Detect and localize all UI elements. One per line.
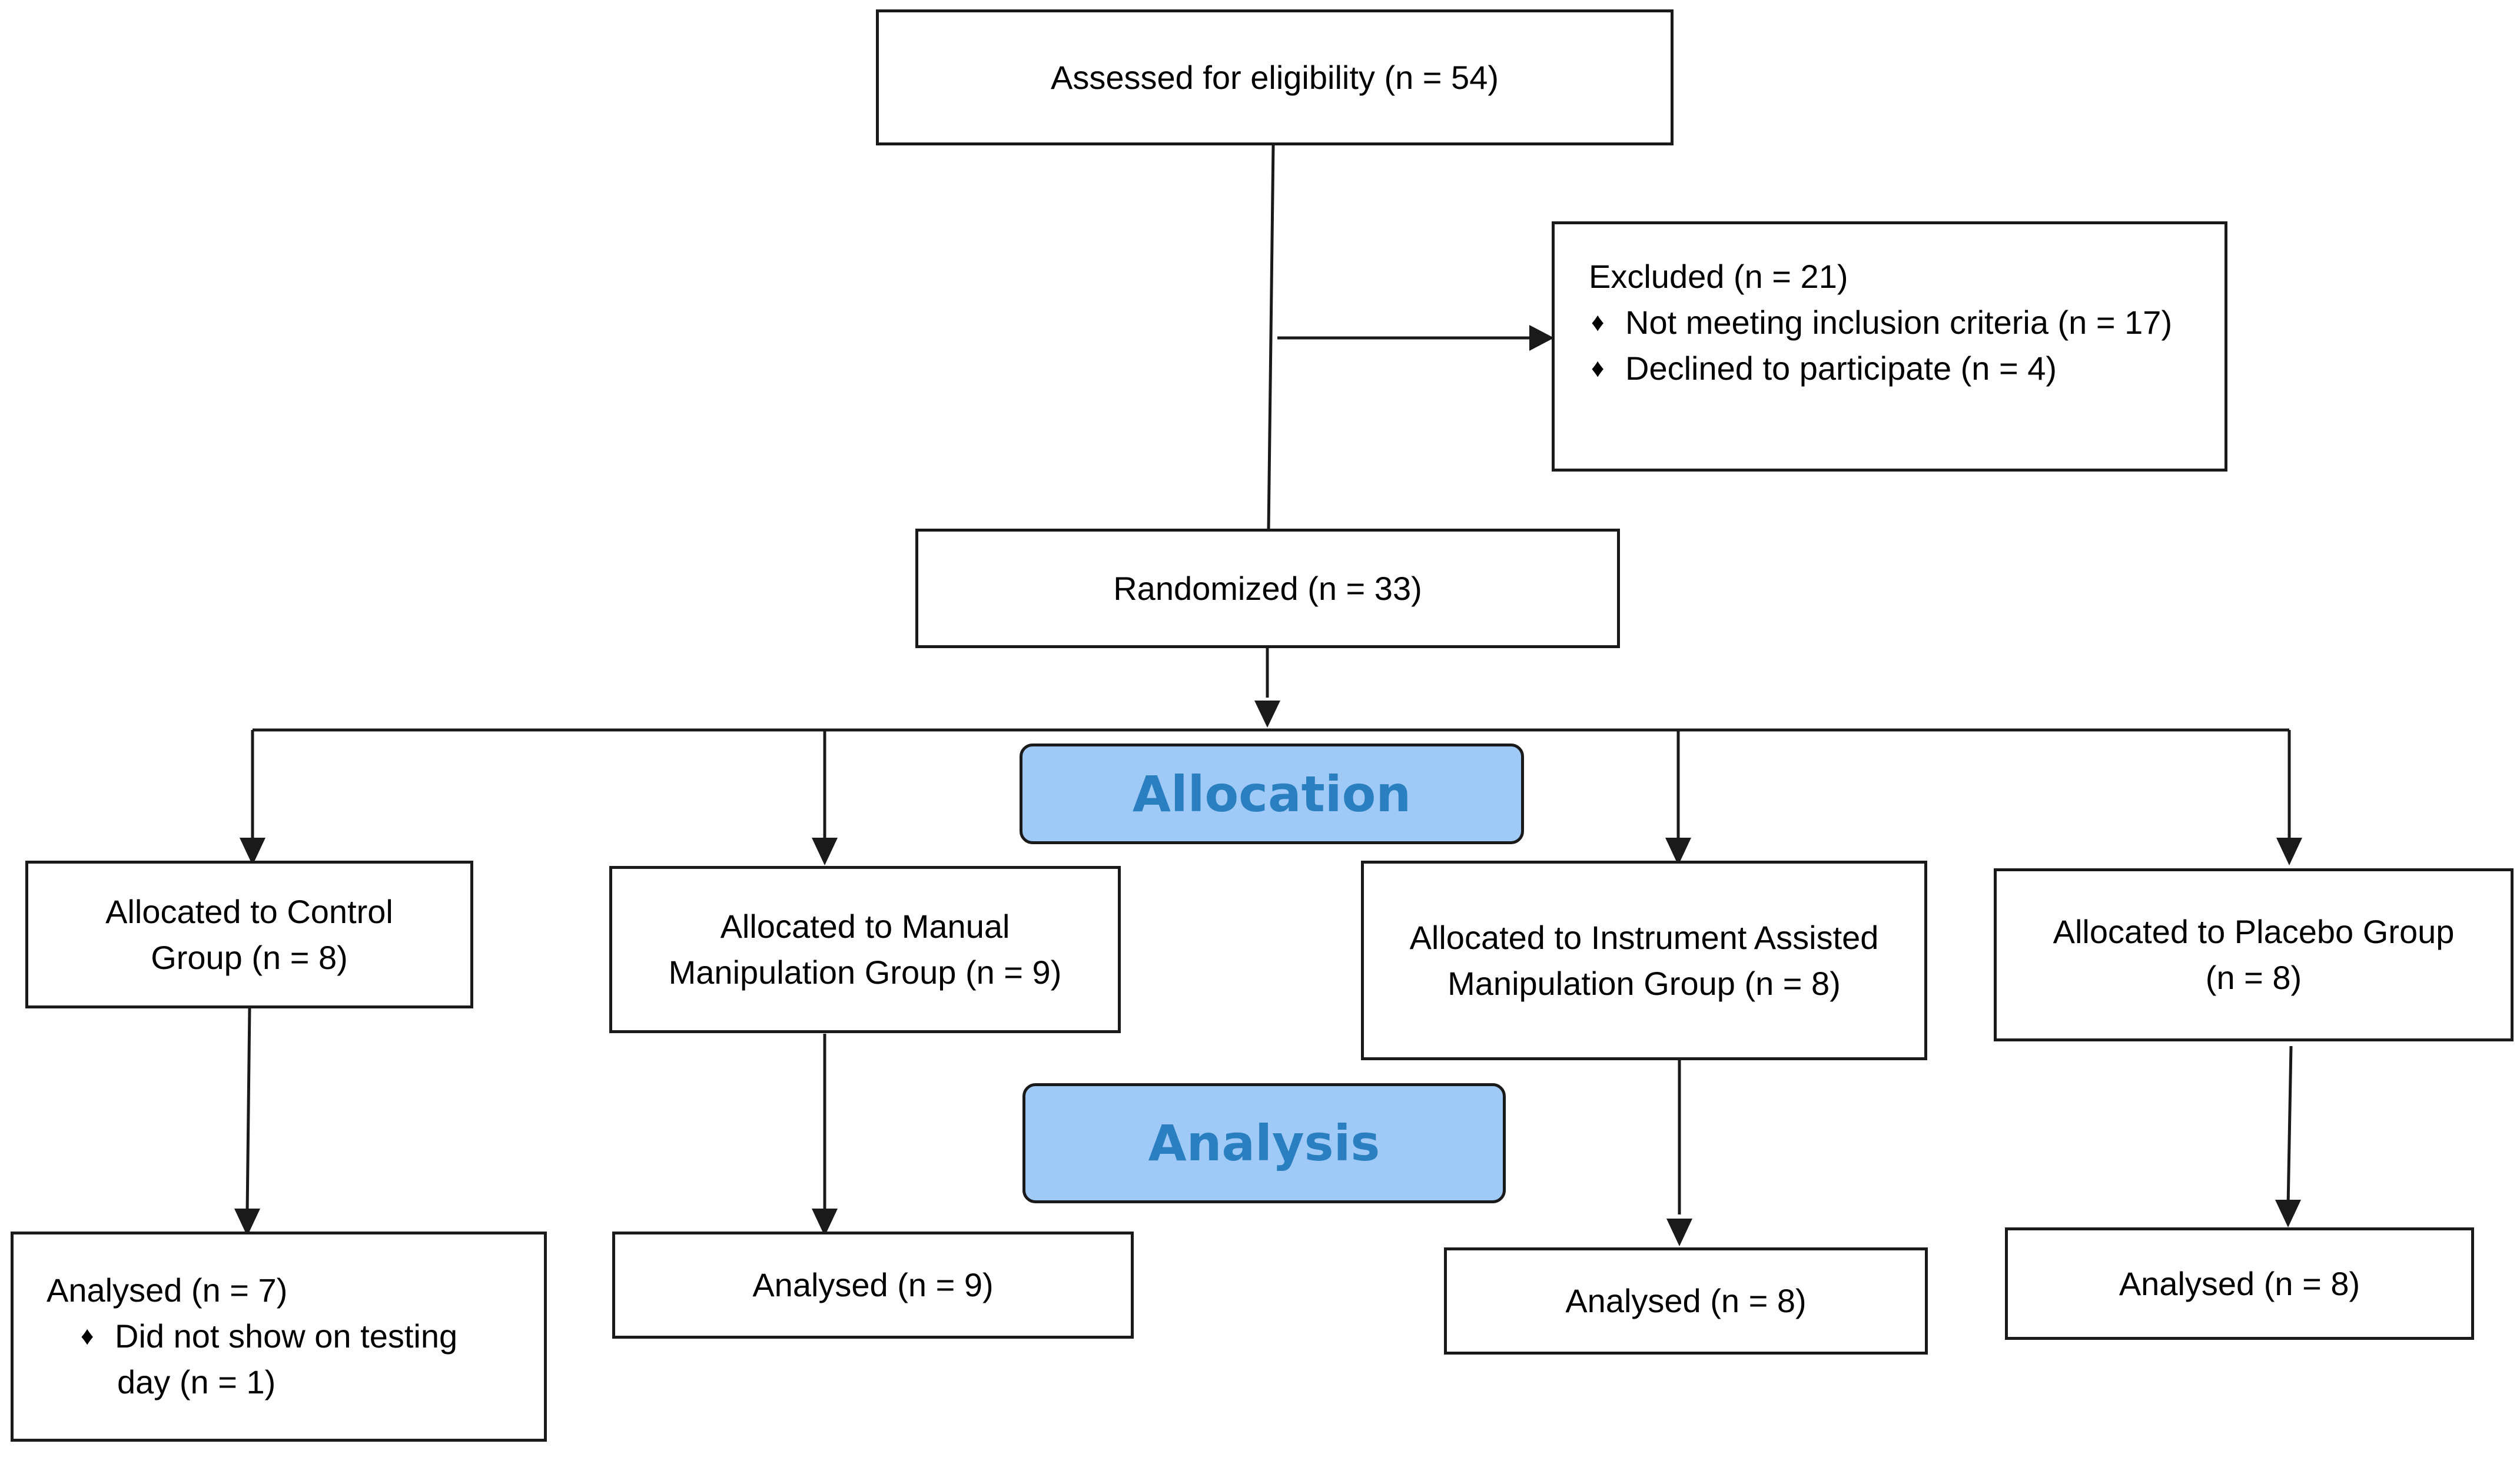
arrowhead-excluded — [1529, 325, 1554, 351]
diamond-bullet-icon: ♦ — [1591, 354, 1605, 383]
excluded-bullet-1: ♦ Not meeting inclusion criteria (n = 17) — [1589, 300, 2224, 346]
analysed-instrument-title: Analysed (n = 8) — [1565, 1282, 1807, 1319]
allocated-placebo-box: Allocated to Placebo Group (n = 8) — [1994, 868, 2514, 1041]
arrowhead-manual — [812, 838, 838, 865]
excluded-title: Excluded (n = 21) — [1589, 258, 1848, 295]
arrowhead-analysed-control — [234, 1209, 260, 1236]
excluded-reason-1: Not meeting inclusion criteria (n = 17) — [1625, 304, 2173, 341]
arrowhead-randomized — [1254, 701, 1280, 728]
analysed-control-bullet: ♦ Did not show on testing — [47, 1313, 544, 1359]
analysis-stage-label: Analysis — [1022, 1083, 1506, 1203]
analysis-line-placebo — [2286, 1046, 2293, 1207]
trunk-line — [1267, 144, 1275, 530]
allocated-instrument-line1: Allocated to Instrument Assisted — [1409, 918, 1879, 956]
allocated-manual-line2: Manipulation Group (n = 9) — [668, 954, 1062, 991]
analysed-placebo-title: Analysed (n = 8) — [2119, 1264, 2360, 1302]
analysed-control-note-cont: day (n = 1) — [117, 1363, 276, 1400]
excluded-reason-2: Declined to participate (n = 4) — [1625, 350, 2057, 387]
analysed-control-box: Analysed (n = 7) ♦ Did not show on testin… — [11, 1232, 547, 1442]
excluded-bullet-2: ♦ Declined to participate (n = 4) — [1589, 346, 2224, 391]
allocated-placebo-line2: (n = 8) — [2205, 959, 2302, 996]
analysis-line-control — [245, 1008, 251, 1213]
arrowhead-control — [240, 838, 265, 865]
randomized-box: Randomized (n = 33) — [915, 529, 1620, 648]
allocated-manual-box: Allocated to Manual Manipulation Group (… — [609, 866, 1121, 1033]
allocated-control-line1: Allocated to Control — [105, 892, 393, 930]
allocated-instrument-box: Allocated to Instrument Assisted Manipul… — [1361, 861, 1927, 1060]
arrowhead-analysed-placebo — [2275, 1200, 2301, 1227]
analysis-stage-text: Analysis — [1148, 1114, 1380, 1172]
analysed-instrument-box: Analysed (n = 8) — [1444, 1247, 1928, 1355]
allocation-stage-label: Allocation — [1020, 744, 1524, 844]
arrowhead-analysed-instrument — [1666, 1219, 1692, 1246]
arrowhead-instrument — [1665, 838, 1691, 865]
analysed-control-note: Did not show on testing — [115, 1317, 458, 1355]
diamond-bullet-icon: ♦ — [81, 1322, 94, 1350]
diamond-bullet-icon: ♦ — [1591, 308, 1605, 337]
randomized-text: Randomized (n = 33) — [1113, 569, 1422, 607]
allocated-control-box: Allocated to Control Group (n = 8) — [25, 861, 473, 1008]
allocated-control-line2: Group (n = 8) — [151, 938, 348, 976]
excluded-box: Excluded (n = 21) ♦ Not meeting inclusion… — [1552, 221, 2227, 472]
assessed-text: Assessed for eligibility (n = 54) — [1050, 58, 1499, 96]
allocated-instrument-line2: Manipulation Group (n = 8) — [1447, 964, 1841, 1002]
allocated-manual-line1: Allocated to Manual — [720, 908, 1010, 945]
analysed-manual-title: Analysed (n = 9) — [752, 1266, 994, 1303]
analysed-placebo-box: Analysed (n = 8) — [2005, 1227, 2474, 1340]
arrowhead-analysed-manual — [812, 1209, 838, 1236]
allocated-placebo-line1: Allocated to Placebo Group — [2053, 913, 2455, 950]
arrowhead-placebo — [2276, 838, 2302, 865]
assessed-box: Assessed for eligibility (n = 54) — [876, 9, 1674, 145]
allocation-stage-text: Allocation — [1132, 765, 1412, 823]
analysed-control-title: Analysed (n = 7) — [47, 1272, 288, 1309]
analysed-manual-box: Analysed (n = 9) — [612, 1232, 1134, 1339]
